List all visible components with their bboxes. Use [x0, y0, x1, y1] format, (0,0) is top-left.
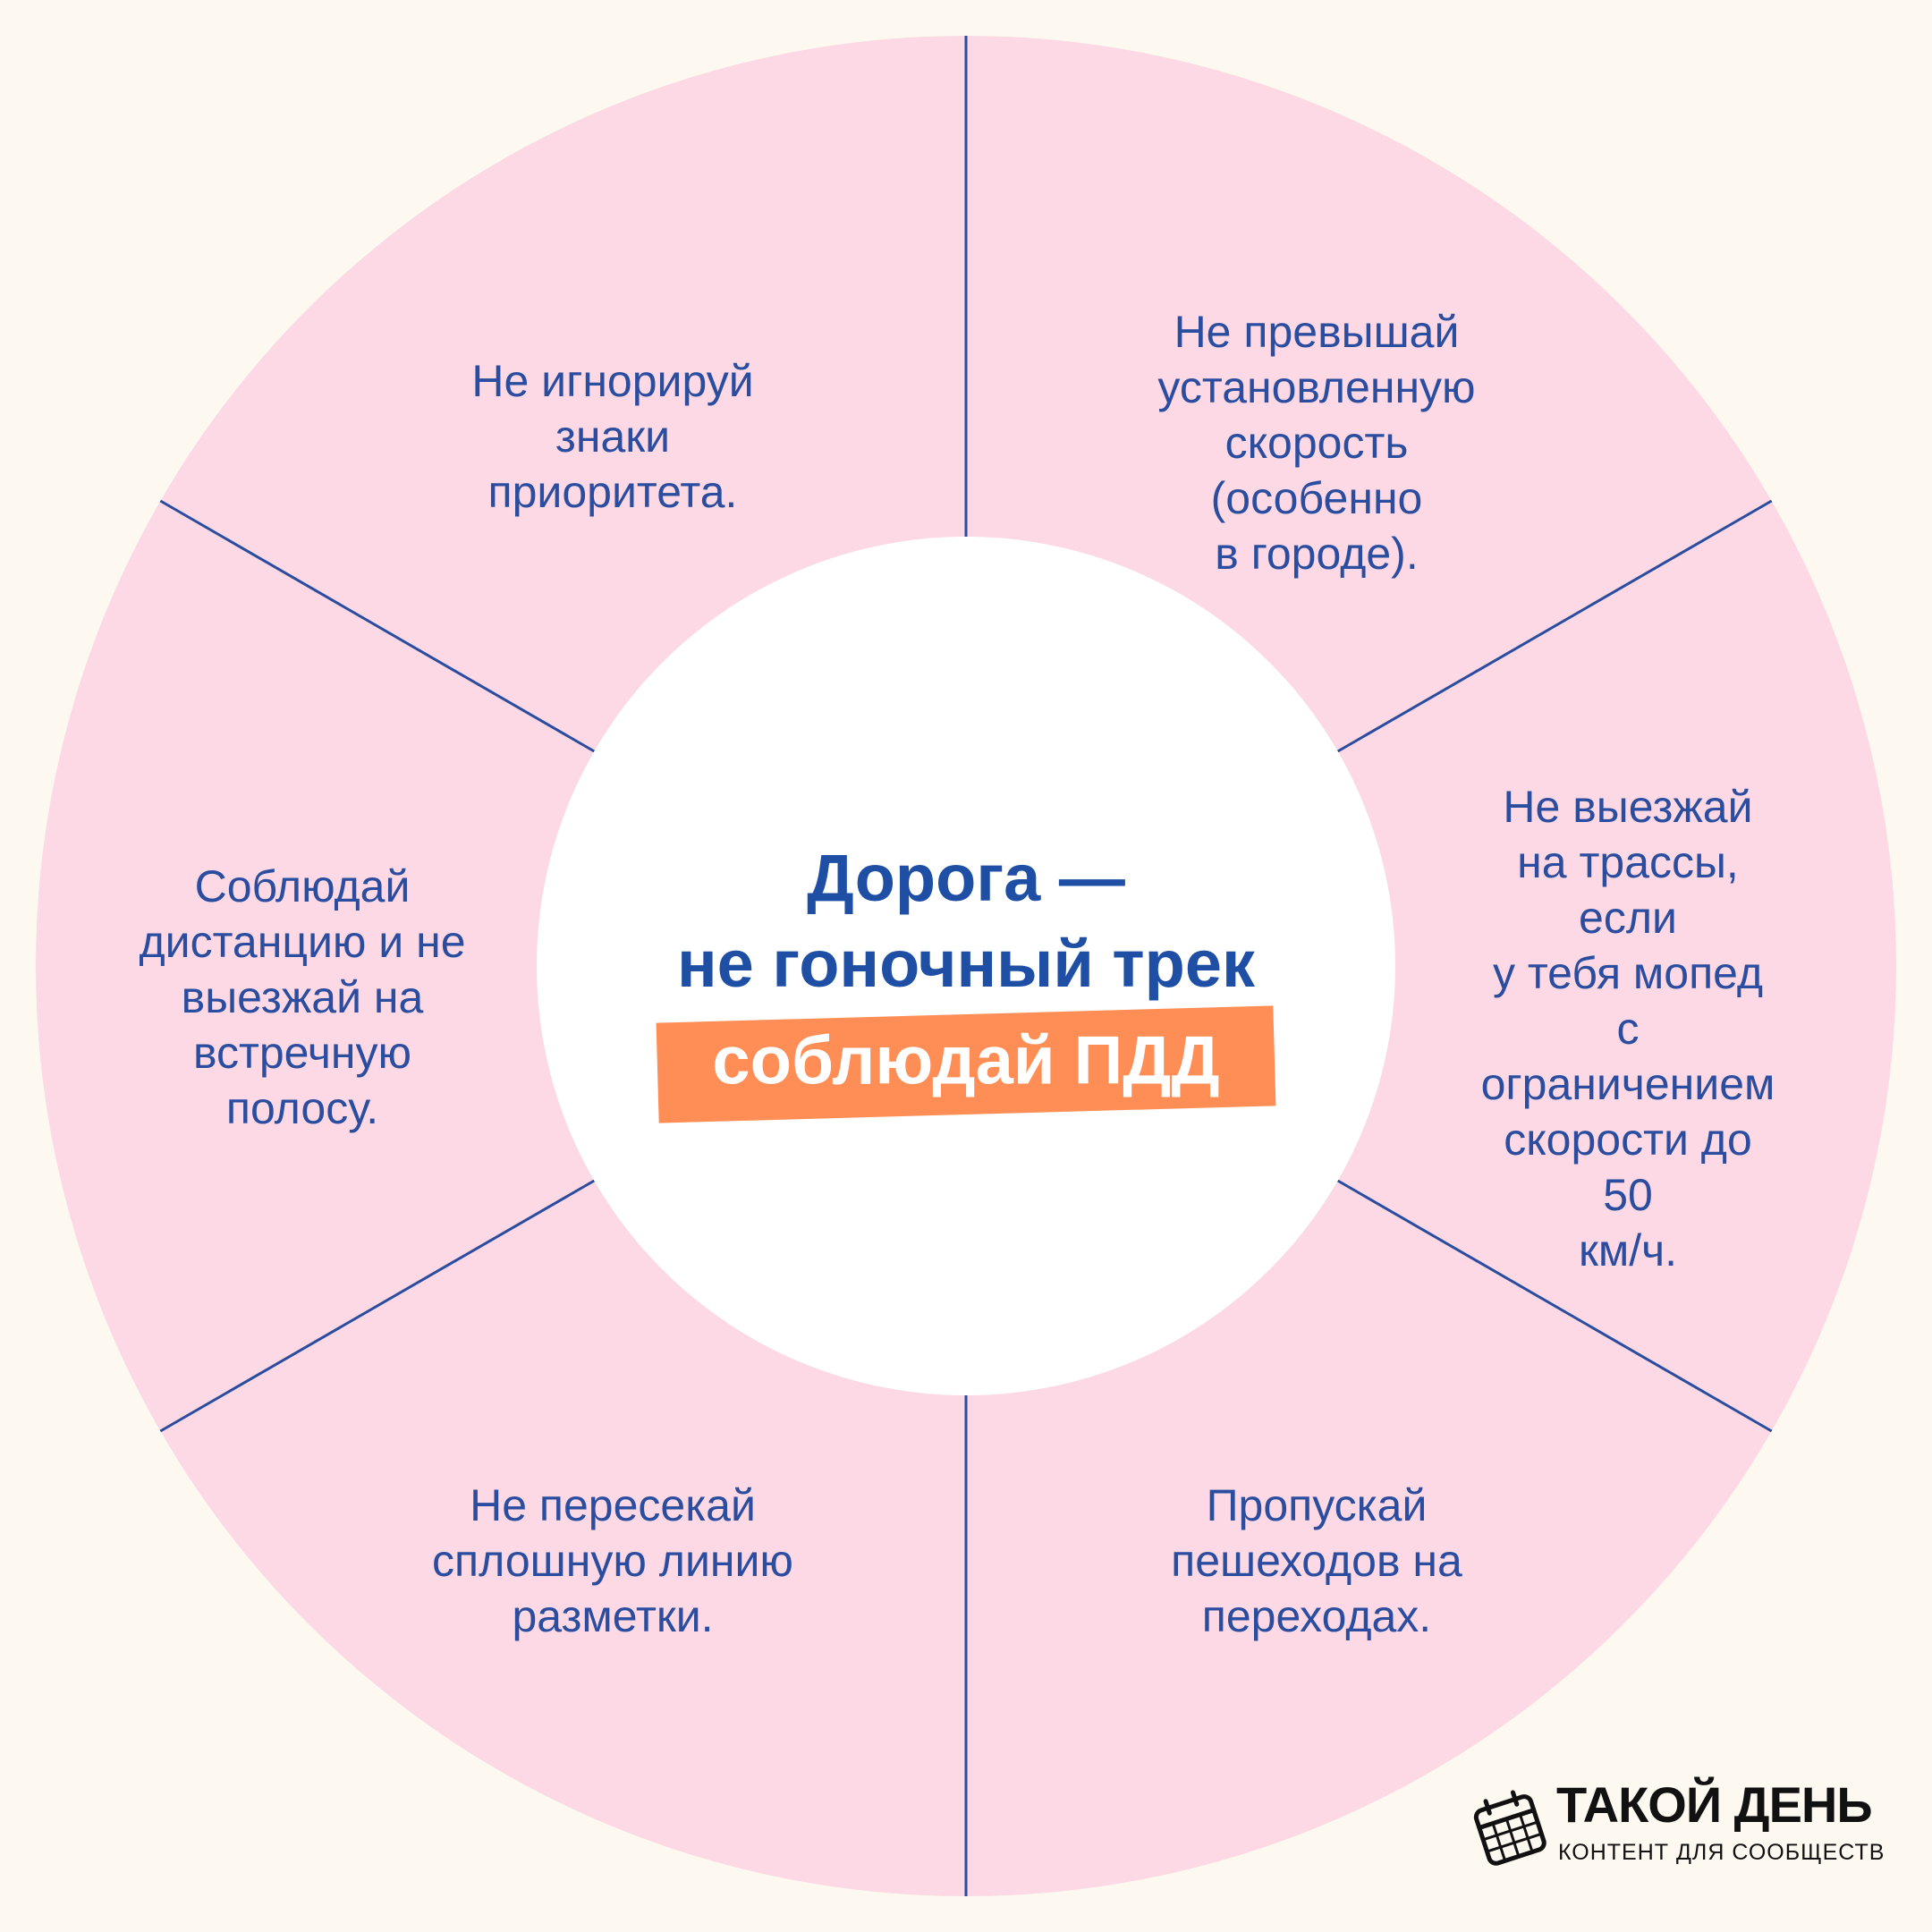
segment-dividers — [159, 36, 1773, 1896]
segment-moped-highway: Не выезжай на трассы, если у тебя мопед … — [1480, 782, 1775, 1275]
brand-logo: ТАКОЙ ДЕНЬ КОНТЕНТ ДЛЯ СООБЩЕСТВ — [1467, 1775, 1896, 1874]
segment-priority-signs: Не игнорируй знаки приоритета. — [471, 356, 754, 517]
center-badge: соблюдай ПДД — [712, 1022, 1220, 1099]
segment-divider — [159, 499, 596, 753]
segment-divider — [159, 1179, 596, 1433]
segment-divider — [1336, 499, 1773, 753]
logo-subtitle: КОНТЕНТ ДЛЯ СООБЩЕСТВ — [1558, 1840, 1885, 1865]
center-circle — [537, 537, 1395, 1395]
center-title: Дорога — не гоночный трек — [676, 841, 1256, 1001]
logo-title: ТАКОЙ ДЕНЬ — [1556, 1776, 1873, 1833]
segment-divider — [1336, 1179, 1773, 1433]
segment-solid-line: Не пересекай сплошную линию разметки. — [432, 1480, 793, 1641]
segment-speed-limit: Не превышай установленную скорость (особ… — [1157, 307, 1476, 579]
calendar-icon — [1473, 1790, 1546, 1866]
segment-pedestrians: Пропускай пешеходов на переходах. — [1171, 1480, 1462, 1641]
segment-distance: Соблюдай дистанцию и не выезжай на встре… — [139, 861, 466, 1133]
